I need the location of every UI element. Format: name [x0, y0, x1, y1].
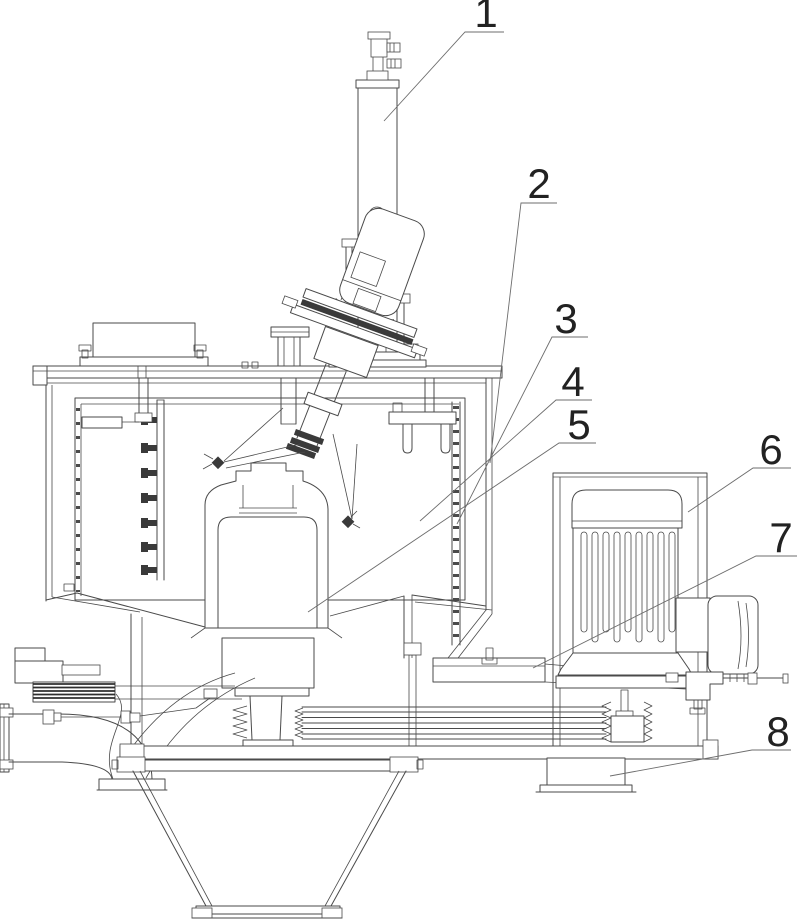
casing-lid [32, 361, 503, 386]
motor-pulley [601, 689, 653, 743]
callout-2: 2 [489, 160, 557, 464]
motor-fins [580, 531, 676, 643]
drain-cable [108, 693, 122, 780]
callout-6-label: 6 [759, 426, 782, 473]
callout-6: 6 [687, 426, 791, 513]
callout-3-label: 3 [554, 295, 577, 342]
casing-shell [45, 377, 493, 663]
wash-pipe [134, 377, 153, 423]
access-cover [78, 322, 209, 367]
v-belts [294, 706, 607, 740]
callout-5-label: 5 [567, 401, 590, 448]
plate-stack [32, 681, 116, 703]
junction-box [675, 597, 711, 653]
brake-bracket [14, 647, 242, 700]
callout-7-label: 7 [769, 514, 792, 561]
main-motor [555, 489, 759, 689]
basket [74, 377, 466, 646]
underframe [130, 613, 707, 749]
bearing-housing [432, 647, 546, 683]
callout-4-label: 4 [561, 358, 584, 405]
bearing-block [221, 637, 315, 763]
level-sensor [81, 416, 139, 429]
lube-line [42, 688, 218, 725]
callout-4: 4 [419, 358, 592, 522]
callout-8-label: 8 [766, 708, 789, 755]
callouts: 1 2 3 4 5 6 7 8 [307, 0, 797, 777]
callout-1: 1 [383, 0, 504, 122]
base-frame [111, 739, 719, 773]
scraper-deflector [202, 407, 361, 529]
belt-tensioner [665, 671, 789, 715]
hanger-rods [388, 377, 457, 454]
feed-stub-pipe [280, 377, 297, 425]
discharge-hopper [132, 770, 407, 919]
hopper-flange [123, 759, 415, 772]
callout-8: 8 [609, 708, 791, 777]
belt-guard-disc [707, 595, 759, 675]
feeder-assembly [202, 207, 428, 529]
callout-2-label: 2 [527, 160, 550, 207]
nameplate [350, 251, 386, 287]
feed-motor [335, 207, 425, 321]
callout-3: 3 [456, 295, 588, 525]
feed-gearbox [313, 325, 379, 379]
feed-pipe [285, 363, 347, 459]
feed-nozzle-flange [270, 326, 310, 367]
callout-5: 5 [307, 401, 596, 613]
bolt-row [141, 415, 157, 575]
bowl-hub [190, 462, 343, 639]
cylinder-valve [366, 31, 402, 81]
support-cylinder [535, 757, 637, 793]
callout-7: 7 [532, 514, 797, 669]
callout-1-label: 1 [474, 0, 497, 36]
